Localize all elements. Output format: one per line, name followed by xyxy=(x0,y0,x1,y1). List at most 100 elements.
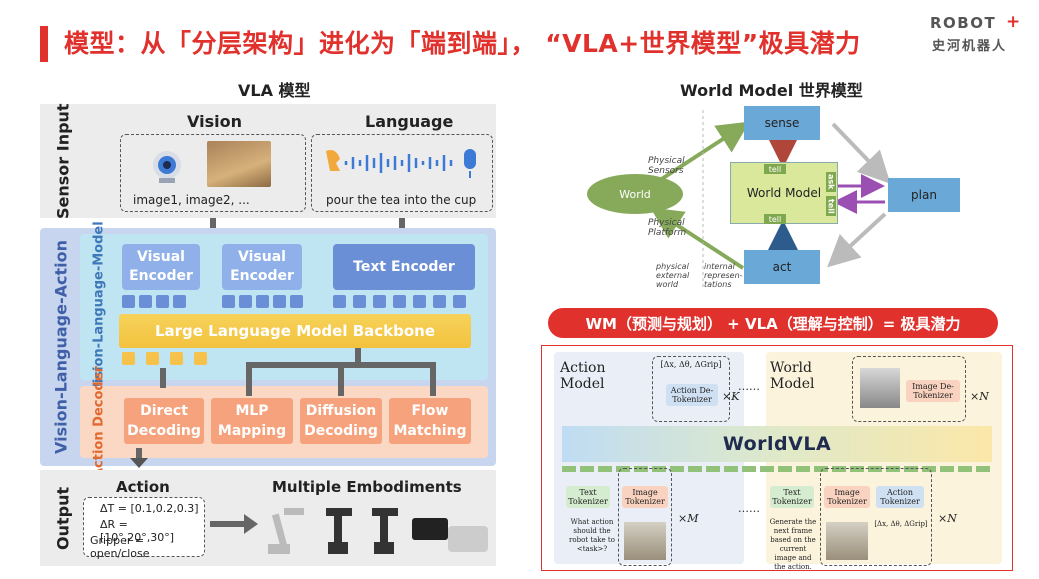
camera-icon xyxy=(153,151,181,183)
output-token xyxy=(146,352,159,365)
vision-token xyxy=(173,295,186,308)
action-tokenizer: Action Tokenizer xyxy=(876,486,924,508)
wm-internal-representations: internal represen-tations xyxy=(704,262,743,289)
wm-plan-box: plan xyxy=(888,178,960,212)
text-token xyxy=(413,295,426,308)
text-token xyxy=(353,295,366,308)
question-left: What action should the robot take to <ta… xyxy=(569,518,615,553)
image-tokenizer-2: Image Tokenizer xyxy=(824,486,870,508)
action-model-label: Action Model xyxy=(560,360,606,392)
action-line-2: ΔR = [10°,20°,30°] xyxy=(100,518,175,544)
text-encoder: Text Encoder xyxy=(333,244,475,290)
arrow-to-direct xyxy=(160,368,166,388)
wm-world-ellipse: World xyxy=(587,174,683,214)
image-tok-group xyxy=(618,468,672,566)
image-action-tok-group xyxy=(820,468,932,566)
output-token xyxy=(194,352,207,365)
wm-tell-bottom: tell xyxy=(764,214,786,224)
visual-encoder-1: Visual Encoder xyxy=(122,244,200,290)
image-detok-group xyxy=(852,356,966,422)
dots-top: …… xyxy=(738,380,760,393)
decoder-mlp: MLP Mapping xyxy=(211,398,293,444)
language-input-box: pour the tea into the cup xyxy=(311,134,493,212)
action-detok-group xyxy=(652,356,730,422)
text-tokenizer-2: Text Tokenizer xyxy=(770,486,814,508)
wm-diagram-arrows xyxy=(650,110,891,288)
vision-token xyxy=(290,295,303,308)
arrow-to-diffusion xyxy=(338,362,344,396)
wm-act-box: act xyxy=(744,250,820,284)
arrow-right-icon xyxy=(210,514,258,534)
times-n-bottom: ×N xyxy=(938,512,957,525)
wm-tell-right: tell xyxy=(826,196,836,216)
embodiments-title: Multiple Embodiments xyxy=(272,478,462,496)
text-token xyxy=(433,295,446,308)
robot-frame-top xyxy=(860,368,900,408)
decoder-diffusion: Diffusion Decoding xyxy=(300,398,382,444)
times-n-top: ×N xyxy=(970,390,989,403)
robot-frame-right xyxy=(826,522,868,560)
action-line-1: ΔT = [0.1,0.2,0.3] xyxy=(100,502,199,515)
arrow-vision-stem xyxy=(210,218,216,232)
token-strip xyxy=(562,466,992,472)
slide-title: 模型：从「分层架构」进化为「端到端」， “VLA+世界模型”极具潜力 xyxy=(64,29,861,58)
company-logo: ROBOT + 史河机器人 xyxy=(930,12,1025,54)
wm-tell-top: tell xyxy=(764,164,786,174)
dots-bottom: …… xyxy=(738,502,760,515)
action-values-box: ΔT = [0.1,0.2,0.3] ΔR = [10°,20°,30°] Gr… xyxy=(83,497,205,560)
vla-label: Vision-Language-Action xyxy=(51,240,71,454)
logo-text-cn: 史河机器人 xyxy=(932,39,1008,54)
times-m: ×M xyxy=(678,512,699,525)
arrow-language-stem xyxy=(399,218,405,232)
image-detokenizer: Image De-Tokenizer xyxy=(906,380,960,402)
arrow-from-llm xyxy=(355,348,361,366)
wm-physical-platform: Physical Platform xyxy=(648,218,687,238)
vision-token xyxy=(122,295,135,308)
wm-world-model-box: World Model xyxy=(730,162,838,224)
language-title: Language xyxy=(365,112,454,131)
language-caption: pour the tea into the cup xyxy=(326,193,477,207)
worldvla-bar: WorldVLA xyxy=(562,426,992,462)
vision-token xyxy=(256,295,269,308)
wm-sense-box: sense xyxy=(744,106,820,140)
robot-frame-left xyxy=(624,522,666,560)
times-k: ×K xyxy=(722,390,740,403)
vision-token xyxy=(273,295,286,308)
title-accent-bar xyxy=(40,26,48,62)
text-token xyxy=(373,295,386,308)
decoder-direct: Direct Decoding xyxy=(124,398,204,444)
vision-title: Vision xyxy=(187,112,242,131)
worldvla-figure: Action Model World Model [Δx, Δθ, ΔGrip]… xyxy=(541,345,1013,571)
vision-token xyxy=(239,295,252,308)
robot-scene-photo xyxy=(207,141,271,187)
output-label: Output xyxy=(53,486,73,550)
arrow-to-action-stem xyxy=(136,448,142,458)
world-model-label: World Model xyxy=(770,360,815,392)
arrow-to-flow xyxy=(430,362,436,396)
vision-token xyxy=(139,295,152,308)
text-token xyxy=(393,295,406,308)
question-right: Generate the next frame based on the cur… xyxy=(769,518,817,571)
text-token xyxy=(333,295,346,308)
action-decoder-label: Action Decoder xyxy=(91,366,107,478)
vision-input-box: image1, image2, ... xyxy=(120,134,306,212)
text-tokenizer: Text Tokenizer xyxy=(566,486,610,508)
logo-plus-icon: + xyxy=(1006,12,1021,32)
wm-ask: ask xyxy=(826,172,836,192)
wm-physical-sensors: Physical Sensors xyxy=(648,156,685,176)
vision-caption: image1, image2, ... xyxy=(133,193,250,207)
speech-wave-icon xyxy=(326,149,476,178)
action-title: Action xyxy=(116,478,170,496)
wm-physical-external-world: physical external world xyxy=(656,262,690,289)
robot-embodiments-image xyxy=(268,508,488,554)
vision-token xyxy=(222,295,235,308)
vlm-label: Vision-Language-Model xyxy=(91,221,107,393)
delta-bottom: [Δx, Δθ, ΔGrip] xyxy=(874,520,928,528)
output-token xyxy=(122,352,135,365)
vision-token xyxy=(156,295,169,308)
arrow-to-action-head xyxy=(130,458,148,468)
wm-vla-potential-pill: WM（预测与规划） + VLA（理解与控制）= 极具潜力 xyxy=(548,308,998,338)
image-tokenizer: Image Tokenizer xyxy=(622,486,668,508)
delta-top: [Δx, Δθ, ΔGrip] xyxy=(660,360,722,369)
output-token xyxy=(170,352,183,365)
